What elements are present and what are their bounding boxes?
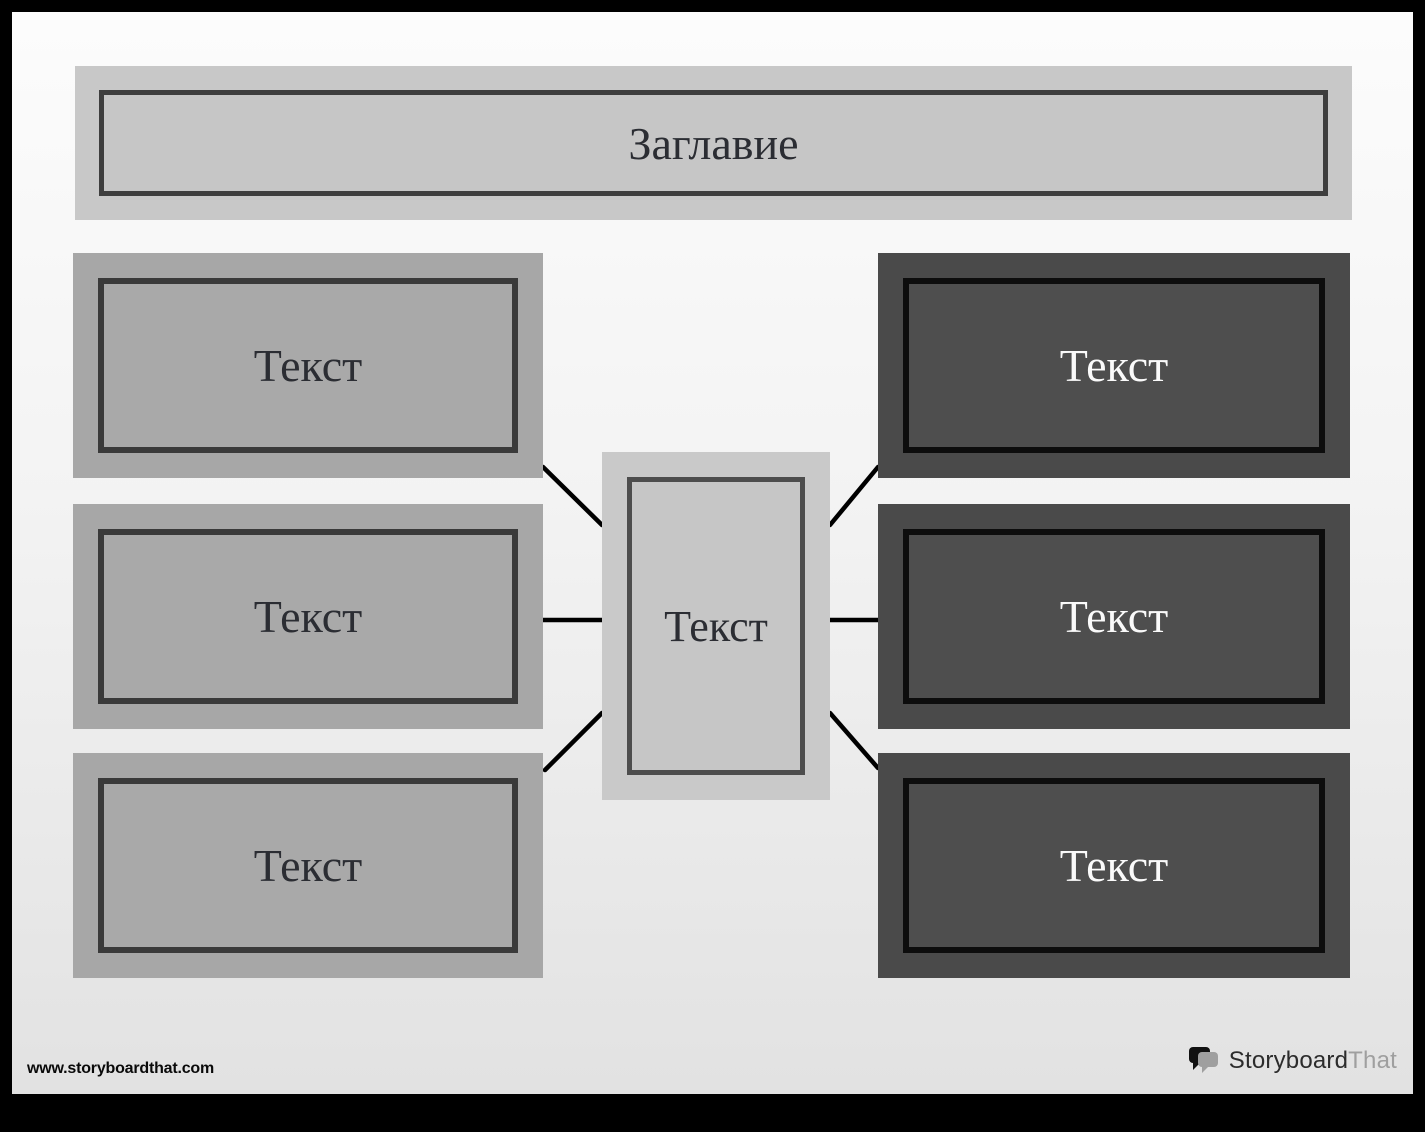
left-text-box-3-inner[interactable]: Текст [98, 778, 518, 953]
left-text-box-1-inner[interactable]: Текст [98, 278, 518, 453]
logo-text-secondary: That [1348, 1047, 1397, 1074]
center-text-box[interactable]: Текст [602, 452, 830, 800]
title-label: Заглавие [628, 117, 799, 169]
right-text-box-2-inner[interactable]: Текст [903, 529, 1325, 704]
speech-bubbles-icon [1188, 1046, 1218, 1073]
center-text-box-label: Текст [664, 601, 768, 651]
right-text-box-1[interactable]: Текст [878, 253, 1350, 478]
left-text-box-3-label: Текст [253, 840, 363, 891]
right-text-box-1-inner[interactable]: Текст [903, 278, 1325, 453]
right-text-box-2-label: Текст [1059, 591, 1169, 642]
right-text-box-1-label: Текст [1059, 340, 1169, 391]
title-box[interactable]: Заглавие [75, 66, 1352, 220]
connector-top-right [827, 464, 881, 528]
left-text-box-2-inner[interactable]: Текст [98, 529, 518, 704]
logo-text: StoryboardThat [1229, 1047, 1397, 1075]
right-text-box-3-label: Текст [1059, 840, 1169, 891]
website-url: www.storyboardthat.com [27, 1060, 215, 1077]
connector-top-left [540, 464, 605, 528]
connector-bottom-right [827, 710, 881, 771]
title-box-inner[interactable]: Заглавие [99, 90, 1328, 196]
right-text-box-3-inner[interactable]: Текст [903, 778, 1325, 953]
right-text-box-2[interactable]: Текст [878, 504, 1350, 729]
left-text-box-3[interactable]: Текст [73, 753, 543, 978]
left-text-box-2-label: Текст [253, 591, 363, 642]
center-text-box-inner[interactable]: Текст [627, 477, 805, 775]
left-text-box-2[interactable]: Текст [73, 504, 543, 729]
right-text-box-3[interactable]: Текст [878, 753, 1350, 978]
storyboardthat-logo: StoryboardThat [1188, 1040, 1397, 1082]
poster-background: Заглавие Текст Текст Текст Текст [12, 12, 1413, 1094]
left-text-box-1-label: Текст [253, 340, 363, 391]
left-text-box-1[interactable]: Текст [73, 253, 543, 478]
logo-text-primary: Storyboard [1228, 1047, 1349, 1074]
connector-bottom-left [542, 710, 605, 773]
